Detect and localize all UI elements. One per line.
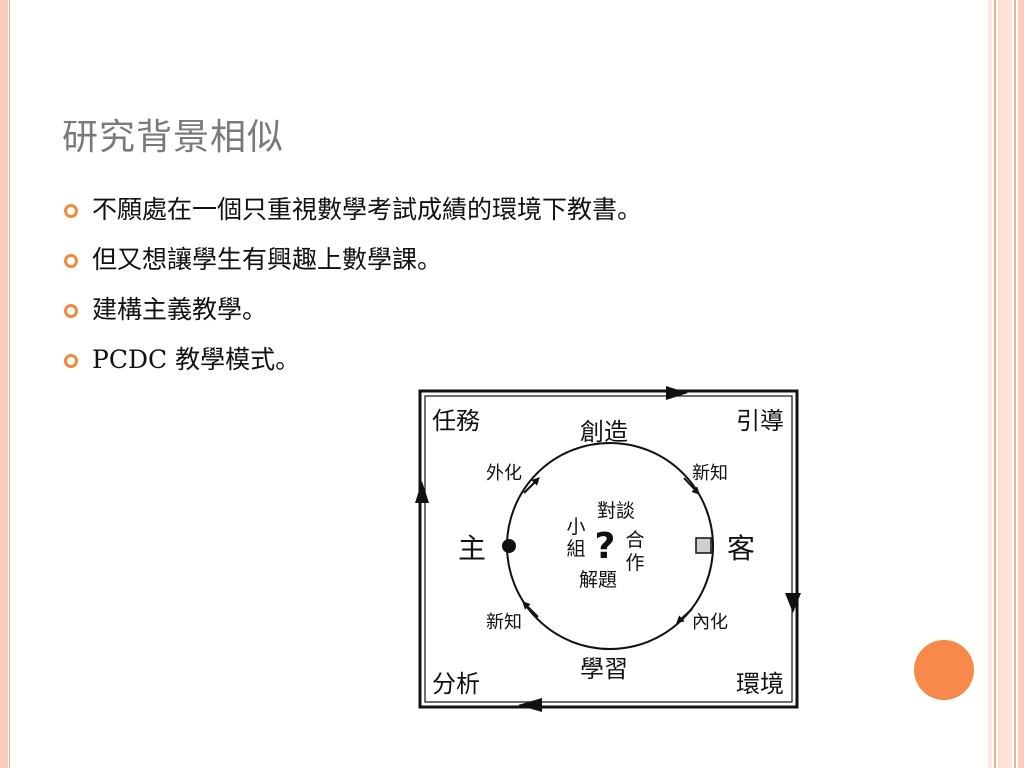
left-decor-line xyxy=(9,0,10,768)
bullet-item: PCDC 教學模式。 xyxy=(62,340,642,390)
top-frame-arrow-icon xyxy=(666,386,688,400)
center-question-mark: ? xyxy=(595,526,616,567)
cycle-arrow-lower-right-icon xyxy=(676,608,693,624)
arrow-label-lower-left: 新知 xyxy=(486,612,522,633)
center-label-top: 對談 xyxy=(597,500,635,522)
arrow-label-upper-left: 外化 xyxy=(486,463,522,484)
right-decor-band-middle xyxy=(998,0,1012,768)
arrow-label-lower-right: 內化 xyxy=(692,612,728,633)
left-frame-arrow-icon xyxy=(415,481,429,503)
corner-label-bottom-left: 分析 xyxy=(432,670,480,698)
right-decor-band-outer xyxy=(1018,0,1024,768)
center-label-left-1: 小 xyxy=(566,516,585,538)
bullet-item: 建構主義教學。 xyxy=(62,290,642,340)
arrow-label-upper-right: 新知 xyxy=(692,463,728,484)
cycle-label-top: 創造 xyxy=(580,418,628,446)
bullet-ring-icon xyxy=(64,254,78,268)
center-label-bottom: 解題 xyxy=(579,569,617,591)
bullet-item: 不願處在一個只重視數學考試成績的環境下教書。 xyxy=(62,190,642,240)
cycle-label-right: 客 xyxy=(727,532,755,565)
inner-frame xyxy=(424,395,793,703)
bullet-text: 但又想讓學生有興趣上數學課。 xyxy=(92,245,443,274)
center-label-right-1: 合 xyxy=(625,529,644,551)
corner-label-bottom-right: 環境 xyxy=(736,670,784,698)
bullet-list: 不願處在一個只重視數學考試成績的環境下教書。 但又想讓學生有興趣上數學課。 建構… xyxy=(62,190,642,390)
bottom-frame-arrow-icon xyxy=(518,698,542,712)
bullet-ring-icon xyxy=(64,204,78,218)
center-label-right-2: 作 xyxy=(625,552,644,574)
right-decor-band-inner xyxy=(988,0,992,768)
bullet-ring-icon xyxy=(64,304,78,318)
subject-node-dot-icon xyxy=(502,539,516,553)
center-label-left-2: 組 xyxy=(566,538,585,560)
cycle-label-bottom: 學習 xyxy=(580,655,628,683)
bullet-ring-icon xyxy=(64,354,78,368)
cycle-arrow-upper-left-icon xyxy=(523,477,540,494)
bullet-text: 不願處在一個只重視數學考試成績的環境下教書。 xyxy=(92,195,643,224)
cycle-label-left: 主 xyxy=(458,532,486,565)
object-node-square-icon xyxy=(695,537,712,554)
right-decor-line xyxy=(1014,0,1016,768)
bullet-text: 建構主義教學。 xyxy=(92,295,268,324)
left-decor-band xyxy=(0,0,8,768)
orange-circle-decoration xyxy=(914,640,974,700)
corner-label-top-right: 引導 xyxy=(736,407,784,435)
bullet-text: PCDC 教學模式。 xyxy=(92,345,301,374)
right-decor-line-inner xyxy=(994,0,996,768)
outer-frame xyxy=(418,389,799,709)
slide-title: 研究背景相似 xyxy=(62,117,285,158)
right-frame-arrow-icon xyxy=(785,593,801,613)
pcdc-cycle-diagram: 任務 引導 分析 環境 創造 學習 主 客 外化 新知 新知 內化 對談 小 組… xyxy=(415,386,801,712)
bullet-item: 但又想讓學生有興趣上數學課。 xyxy=(62,240,642,290)
corner-label-top-left: 任務 xyxy=(432,407,480,435)
cycle-arrow-upper-right-icon xyxy=(683,477,700,495)
cycle-arrow-lower-left-icon xyxy=(522,601,539,618)
